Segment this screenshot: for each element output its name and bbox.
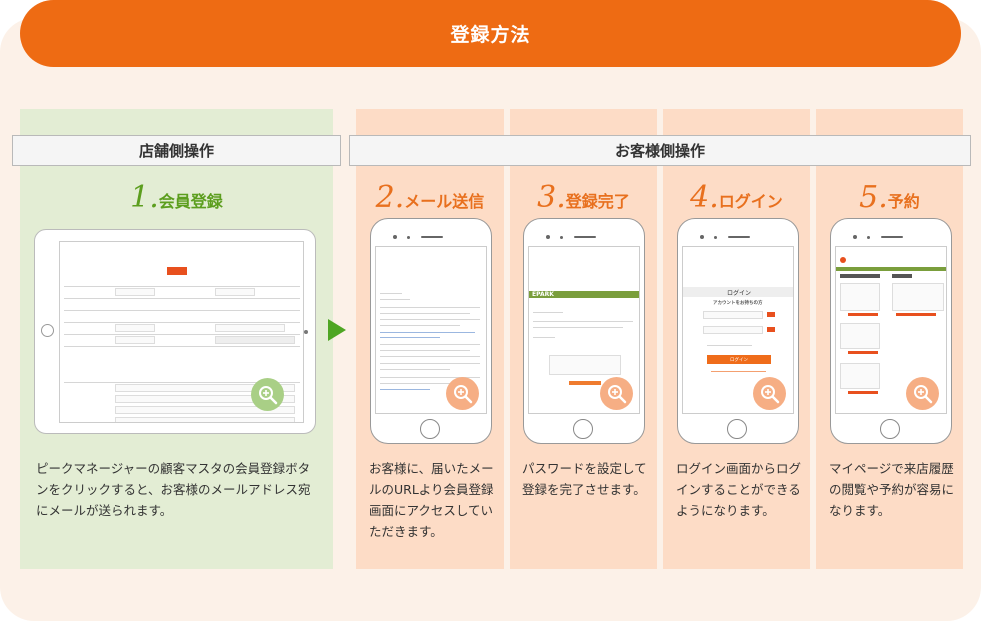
step-label: 会員登録 [159,188,223,212]
step-5-title: 5. 予約 [816,180,963,215]
banner-title: 登録方法 [20,0,961,67]
phone-mockup-email [370,218,492,444]
zoom-in-icon[interactable] [906,377,939,410]
tablet-camera [304,330,308,334]
step-number: 4. [690,180,719,215]
login-subtitle: アカウントをお持ちの方 [713,300,763,306]
step-3-description: パスワードを設定して登録を完了させます。 [522,458,648,500]
step-1-title: 1. 会員登録 [20,180,333,215]
step-2-description: お客様に、届いたメールのURLより会員登録画面にアクセスしていただきます。 [369,458,495,542]
zoom-in-icon[interactable] [251,378,284,411]
step-label: ログイン [719,188,783,212]
magnifier-plus-icon [452,383,474,405]
magnifier-plus-icon [759,383,781,405]
customer-operations-header: お客様側操作 [349,135,971,166]
login-button: ログイン [707,355,771,364]
magnifier-plus-icon [257,384,279,406]
step-5-description: マイページで来店履歴の閲覧や予約が容易になります。 [829,458,955,521]
phone-mockup-reservation [830,218,952,444]
phone-home-button [573,419,593,439]
register-button [167,267,187,275]
step-label: 登録完了 [566,188,630,212]
phone-home-button [727,419,747,439]
step-number: 5. [859,180,888,215]
step-2-title: 2. メール送信 [356,180,504,215]
step-number: 3. [537,180,566,215]
phone-home-button [880,419,900,439]
phone-mockup-registration: EPARK [523,218,645,444]
step-1-description: ピークマネージャーの顧客マスタの会員登録ボタンをクリックすると、お客様のメールア… [36,458,319,521]
login-header: ログイン [683,287,794,297]
store-operations-header: 店舗側操作 [12,135,341,166]
step-label: メール送信 [404,188,484,212]
step-number: 2. [376,180,405,215]
epark-logo: EPARK [532,291,554,298]
step-label: 予約 [888,188,920,212]
zoom-in-icon[interactable] [600,377,633,410]
step-4-title: 4. ログイン [663,180,810,215]
step-number: 1. [130,180,159,215]
phone-mockup-login: ログイン アカウントをお持ちの方 ログイン [677,218,799,444]
arrow-right-icon [328,319,346,341]
magnifier-plus-icon [912,383,934,405]
magnifier-plus-icon [606,383,628,405]
tablet-home-button [41,324,54,337]
phone-home-button [420,419,440,439]
zoom-in-icon[interactable] [753,377,786,410]
step-3-title: 3. 登録完了 [510,180,657,215]
zoom-in-icon[interactable] [446,377,479,410]
step-4-description: ログイン画面からログインすることができるようになります。 [676,458,802,521]
